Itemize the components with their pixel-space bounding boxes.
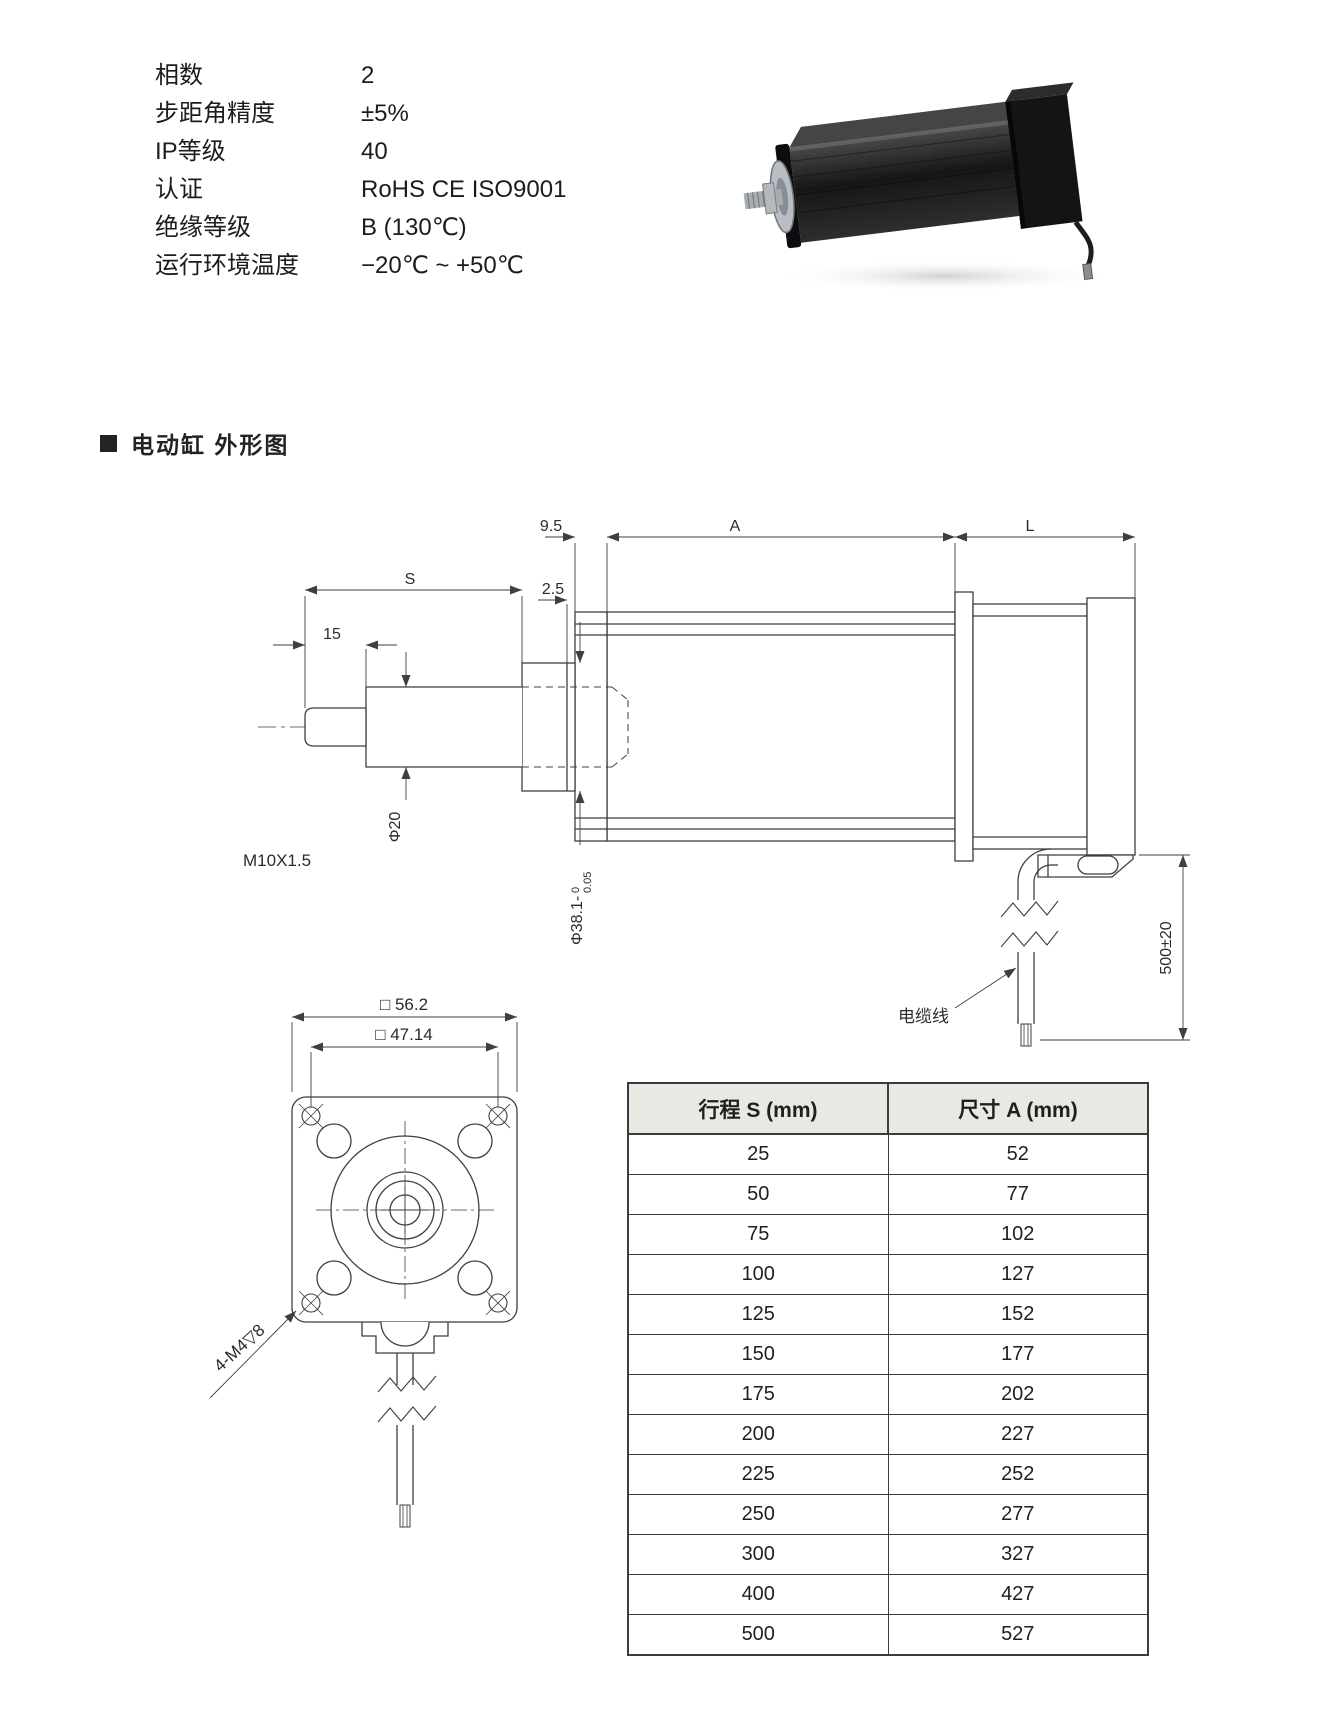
spec-label: 步距角精度 [155, 100, 275, 127]
table-cell: 200 [627, 1414, 889, 1455]
table-cell: 527 [887, 1614, 1149, 1656]
table-cell: 250 [627, 1494, 889, 1535]
table-cell: 227 [887, 1414, 1149, 1455]
table-cell: 150 [627, 1334, 889, 1375]
table-cell: 25 [627, 1133, 889, 1175]
table-cell: 177 [887, 1334, 1149, 1375]
spec-row: 认证 RoHS CE ISO9001 [155, 171, 566, 209]
spec-value: 40 [361, 138, 388, 165]
table-cell: 77 [887, 1174, 1149, 1215]
dim-label-bolt-square: □ 47.14 [375, 1025, 433, 1044]
spec-row: 相数 2 [155, 57, 566, 95]
section-bullet-icon [100, 434, 117, 452]
section-header: 电动缸 外形图 [100, 426, 289, 460]
spec-row: 运行环境温度 −20℃ ~ +50℃ [155, 247, 566, 285]
spec-label: 认证 [155, 176, 203, 203]
dim-label-15: 15 [323, 626, 341, 643]
cable-label: 电缆线 [898, 1007, 949, 1026]
thread-label: M10X1.5 [243, 851, 311, 870]
product-photo [740, 70, 1130, 300]
table-cell: 127 [887, 1254, 1149, 1295]
table-cell: 100 [627, 1254, 889, 1295]
table-cell: 152 [887, 1294, 1149, 1335]
table-cell: 277 [887, 1494, 1149, 1535]
table-cell: 102 [887, 1214, 1149, 1255]
spec-value: 2 [361, 62, 375, 89]
dim-label-phi381: Φ38.1- [569, 896, 586, 945]
spec-label: 相数 [155, 62, 203, 89]
spec-label: IP等级 [155, 138, 226, 165]
dim-label-9-5: 9.5 [540, 518, 562, 535]
spec-row: IP等级 40 [155, 133, 566, 171]
table-cell: 225 [627, 1454, 889, 1495]
table-cell: 175 [627, 1374, 889, 1415]
dim-label-L: L [1026, 518, 1035, 535]
dim-label-S: S [405, 571, 416, 588]
dim-label-A: A [730, 518, 741, 535]
spec-value: ±5% [361, 100, 409, 127]
table-cell: 75 [627, 1214, 889, 1255]
table-cell: 125 [627, 1294, 889, 1335]
table-cell: 300 [627, 1534, 889, 1575]
table-cell: 52 [887, 1133, 1149, 1175]
spec-value: B (130℃) [361, 214, 467, 241]
spec-list: 相数 2 步距角精度 ±5% IP等级 40 认证 RoHS CE ISO900… [155, 57, 566, 285]
table-cell: 327 [887, 1534, 1149, 1575]
table-header-row: 行程 S (mm) 尺寸 A (mm) [627, 1082, 1149, 1135]
table-header-dimension: 尺寸 A (mm) [887, 1082, 1149, 1135]
table-cell: 50 [627, 1174, 889, 1215]
spec-label: 运行环境温度 [155, 252, 299, 279]
dim-label-phi381-tol-upper: 0 [570, 887, 582, 893]
table-cell: 400 [627, 1574, 889, 1615]
dim-label-phi381-tol-lower: 0.05 [582, 872, 594, 893]
dim-label-phi20: Φ20 [387, 812, 404, 843]
spec-value: −20℃ ~ +50℃ [361, 252, 524, 279]
spec-label: 绝缘等级 [155, 214, 251, 241]
section-title: 电动缸 外形图 [131, 432, 290, 458]
dim-label-cable-length: 500±20 [1158, 921, 1175, 974]
table-cell: 427 [887, 1574, 1149, 1615]
table-cell: 500 [627, 1614, 889, 1656]
spec-row: 步距角精度 ±5% [155, 95, 566, 133]
table-cell: 202 [887, 1374, 1149, 1415]
dim-label-2-5: 2.5 [542, 581, 564, 598]
table-header-stroke: 行程 S (mm) [627, 1082, 889, 1135]
dim-label-outer-square: □ 56.2 [380, 995, 428, 1014]
table-cell: 252 [887, 1454, 1149, 1495]
spec-value: RoHS CE ISO9001 [361, 176, 567, 203]
product-photo-image [743, 82, 1117, 292]
spec-row: 绝缘等级 B (130℃) [155, 209, 566, 247]
outline-drawing: 9.5 A L S 2.5 15 Φ20 M10X1.5 Φ38.1- 0 0.… [209, 518, 1190, 1528]
